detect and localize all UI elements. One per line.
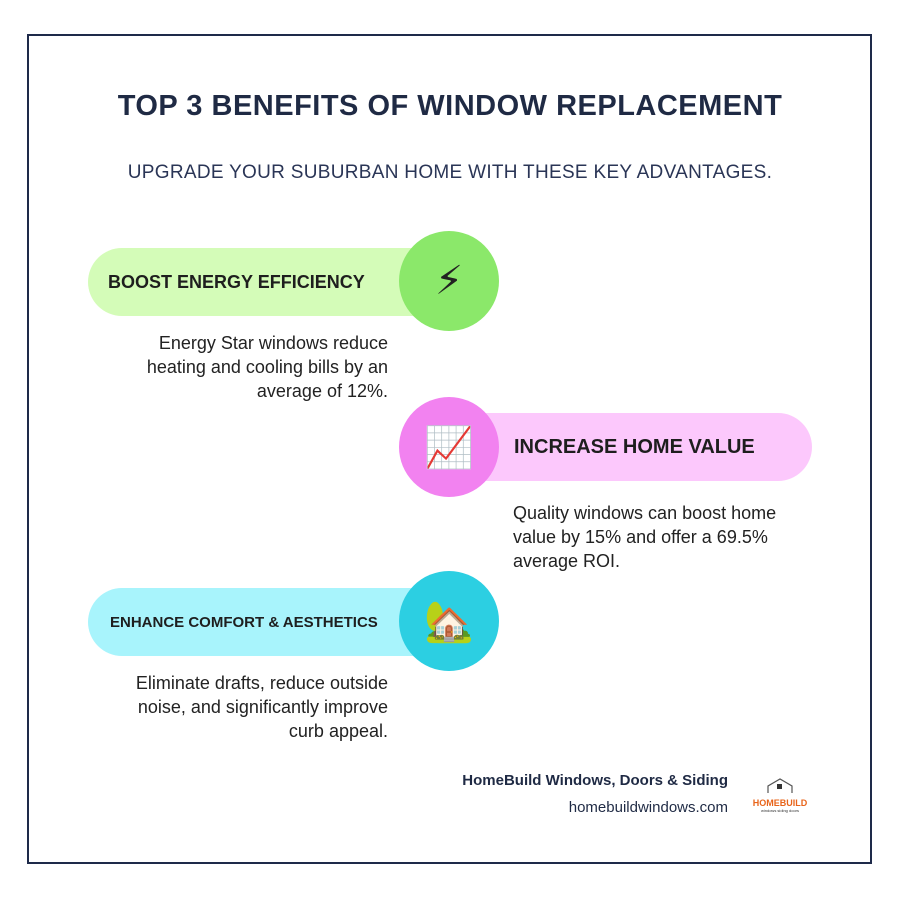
benefit-2-text: Quality windows can boost home value by …	[513, 503, 777, 571]
benefit-1-pill: BOOST ENERGY EFFICIENCY	[88, 248, 449, 316]
company-logo: HOMEBUILD windows siding doors	[752, 778, 808, 814]
chart-increasing-icon: 📈	[424, 425, 474, 470]
house-logo-icon	[767, 778, 793, 793]
benefit-1-text: Energy Star windows reduce heating and c…	[146, 333, 388, 401]
logo-tagline: windows siding doors	[760, 808, 800, 813]
company-name: HomeBuild Windows, Doors & Siding	[462, 772, 728, 789]
subtitle: UPGRADE YOUR SUBURBAN HOME WITH THESE KE…	[127, 162, 773, 183]
benefit-3-circle: 🏡	[399, 571, 499, 671]
website-link[interactable]: homebuildwindows.com	[568, 799, 728, 816]
benefit-1-heading: BOOST ENERGY EFFICIENCY	[108, 271, 365, 292]
benefit-2-circle: 📈	[399, 397, 499, 497]
infographic-frame	[27, 34, 872, 864]
benefit-3-heading: ENHANCE COMFORT & AESTHETICS	[110, 613, 378, 631]
benefit-1-circle: ⚡	[399, 231, 499, 331]
lightning-icon: ⚡	[434, 259, 464, 303]
benefit-2-pill: INCREASE HOME VALUE	[449, 413, 812, 481]
benefit-3-pill: ENHANCE COMFORT & AESTHETICS	[88, 588, 449, 656]
benefit-2-heading: INCREASE HOME VALUE	[514, 435, 755, 458]
logo-text: HOMEBUILD	[752, 798, 808, 808]
benefit-3-text: Eliminate drafts, reduce outside noise, …	[135, 673, 388, 741]
house-with-garden-icon: 🏡	[424, 599, 474, 644]
page-title: TOP 3 BENEFITS OF WINDOW REPLACEMENT	[117, 90, 783, 122]
